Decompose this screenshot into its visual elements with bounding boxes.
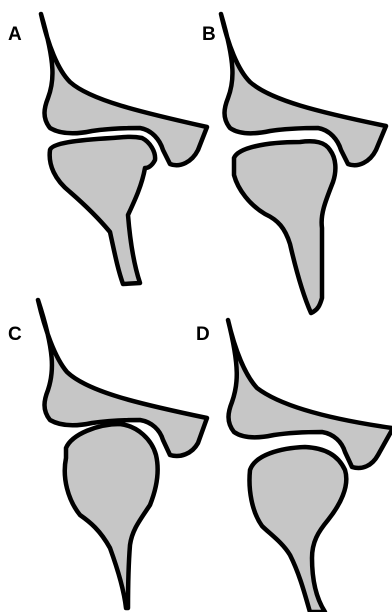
- panel-a: A: [8, 14, 207, 284]
- lower-bone-c: [65, 424, 158, 608]
- panel-label-d: D: [196, 324, 210, 345]
- panel-label-c: C: [8, 324, 22, 345]
- lower-bone-a: [50, 137, 155, 284]
- panel-d: D: [196, 320, 392, 612]
- lower-bone-b: [234, 141, 335, 313]
- panel-label-b: B: [202, 24, 216, 45]
- lower-bone-d: [250, 447, 347, 612]
- panel-c: C: [8, 300, 207, 608]
- panel-label-a: A: [8, 24, 22, 45]
- panel-b: B: [202, 14, 386, 313]
